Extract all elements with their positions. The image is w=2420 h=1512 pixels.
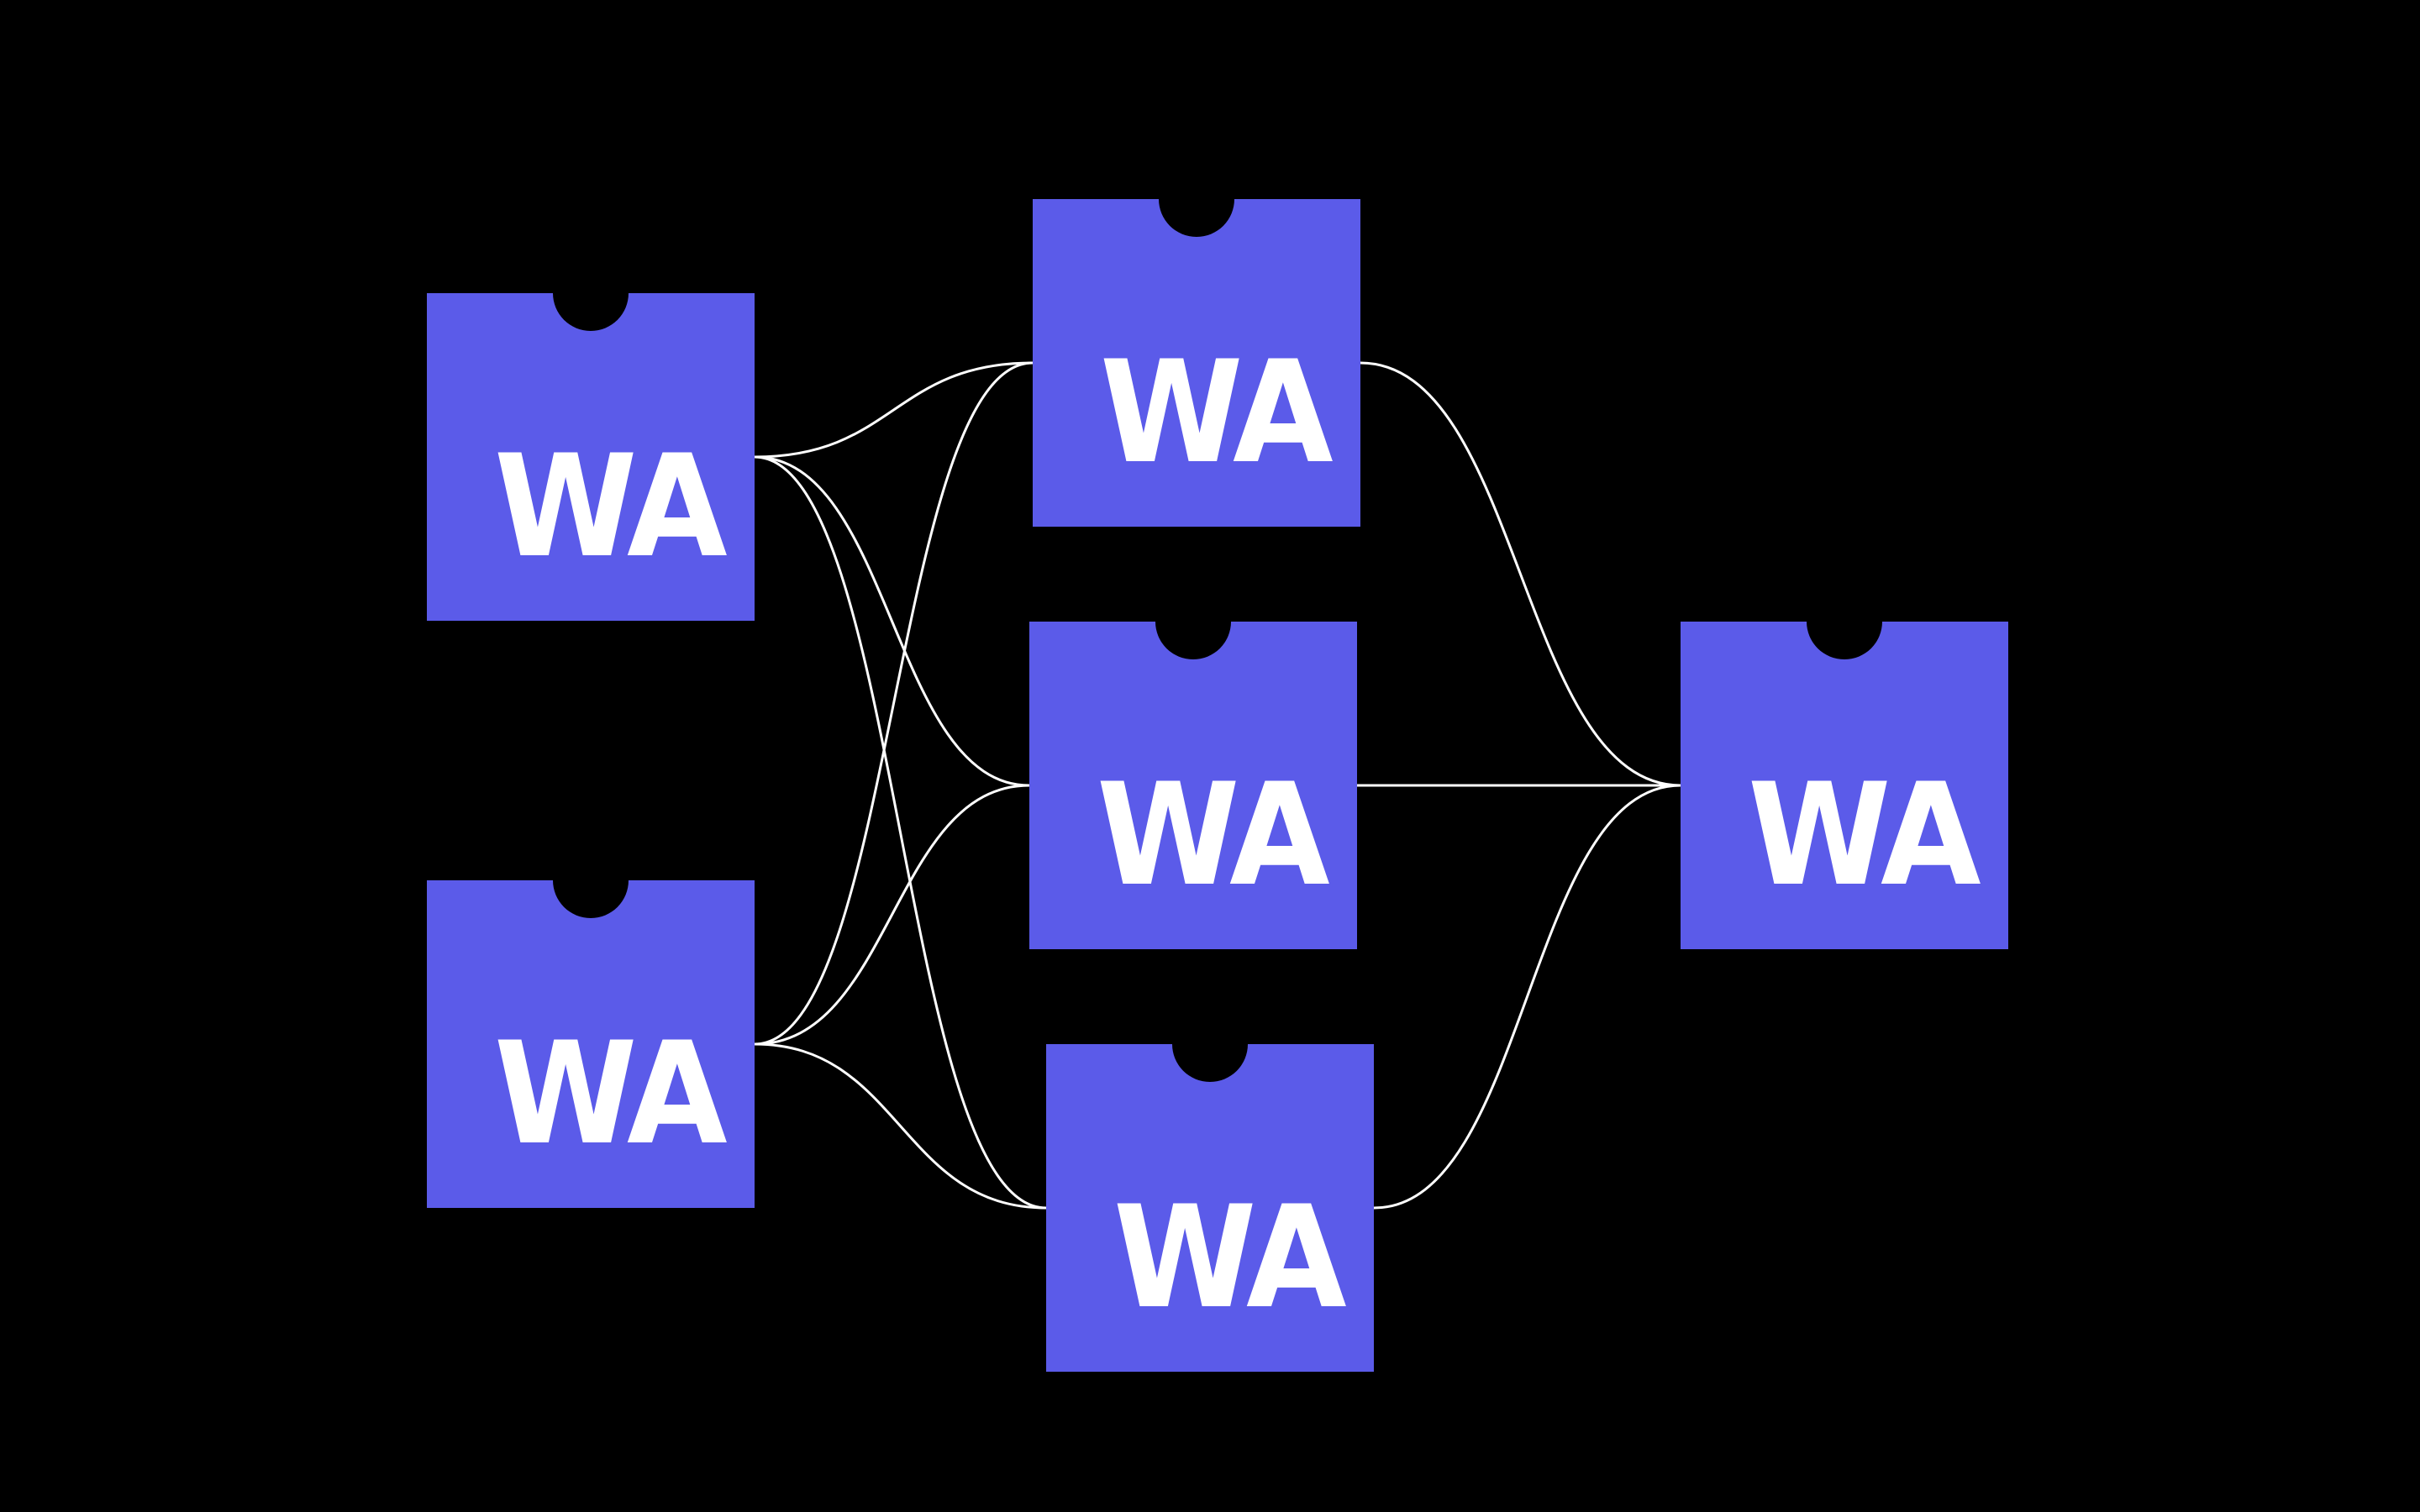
- edge-n1-n5: [754, 455, 1047, 1210]
- wa-node-label: WA: [1748, 753, 1981, 917]
- wa-node-shape: [1033, 199, 1360, 527]
- edge-n2-n5: [754, 1042, 1047, 1210]
- edge-n2-n4: [754, 784, 1030, 1046]
- wa-node-5[interactable]: WA: [1046, 1044, 1374, 1372]
- edge-n1-n3: [754, 361, 1034, 459]
- wa-node-label: WA: [494, 424, 728, 589]
- wa-node-3[interactable]: WA: [1033, 199, 1360, 527]
- edge-n2-n3: [754, 361, 1034, 1046]
- wa-node-label: WA: [1097, 753, 1330, 917]
- wa-node-body: [427, 293, 755, 621]
- wa-node-6[interactable]: WA: [1681, 622, 2008, 949]
- wa-node-label: WA: [1113, 1175, 1347, 1340]
- wa-node-2[interactable]: WA: [427, 880, 755, 1208]
- wa-node-body: [1046, 1044, 1374, 1372]
- wa-node-4[interactable]: WA: [1029, 622, 1357, 949]
- edge-n5-n6: [1373, 784, 1681, 1210]
- wa-node-shape: [427, 293, 755, 621]
- wa-node-label: WA: [1100, 330, 1334, 495]
- wa-node-shape: [427, 880, 755, 1208]
- wa-node-body: [427, 880, 755, 1208]
- edge-n1-n4: [754, 455, 1030, 787]
- wa-node-body: [1029, 622, 1357, 949]
- edge-n3-n6: [1360, 361, 1681, 787]
- wa-node-1[interactable]: WA: [427, 293, 755, 621]
- wa-node-shape: [1681, 622, 2008, 949]
- wa-node-label: WA: [494, 1011, 728, 1176]
- wa-node-shape: [1029, 622, 1357, 949]
- wa-node-body: [1681, 622, 2008, 949]
- wa-node-shape: [1046, 1044, 1374, 1372]
- wa-node-body: [1033, 199, 1360, 527]
